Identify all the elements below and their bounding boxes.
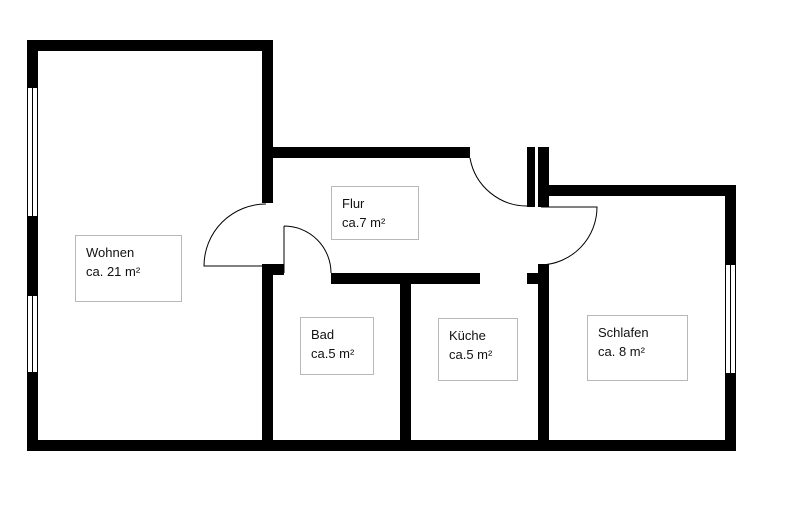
wall-flur-schlafen-lower: [538, 264, 549, 451]
wall-top-flur: [262, 147, 470, 158]
wall-wohnen-flur-lower: [262, 264, 273, 451]
room-area-flur: ca.7 m²: [342, 215, 386, 230]
wall-bad-door-jamb: [262, 264, 284, 275]
room-label-flur: Flur ca.7 m²: [331, 186, 419, 240]
room-area-schlafen: ca. 8 m²: [598, 344, 645, 359]
room-name-bad: Bad: [311, 327, 335, 342]
wall-wohnen-flur-upper: [262, 40, 273, 203]
room-label-kueche: Küche ca.5 m²: [438, 318, 518, 381]
wall-kueche-stub: [527, 273, 549, 284]
room-name-kueche: Küche: [449, 328, 486, 343]
room-name-flur: Flur: [342, 196, 365, 211]
door-schlafen-swing: [540, 206, 598, 266]
wall-top-schlafen: [538, 185, 736, 196]
wall-bad-kueche: [400, 273, 411, 451]
room-label-schlafen: Schlafen ca. 8 m²: [587, 315, 688, 381]
wall-bottom: [27, 440, 736, 451]
door-entrance-swing: [469, 157, 529, 207]
wall-flur-stub-right: [538, 147, 549, 207]
door-bad-swing: [283, 225, 332, 274]
room-area-bad: ca.5 m²: [311, 346, 355, 361]
room-area-wohnen: ca. 21 m²: [86, 264, 141, 279]
wall-left-wohnen: [27, 40, 38, 451]
wall-flur-stub-left: [527, 147, 535, 207]
room-name-wohnen: Wohnen: [86, 245, 135, 260]
wall-top-wohnen: [27, 40, 273, 51]
room-label-wohnen: Wohnen ca. 21 m²: [75, 235, 182, 302]
room-name-schlafen: Schlafen: [598, 325, 649, 340]
windows: [27, 88, 736, 373]
doors: [203, 157, 598, 274]
door-wohnen-swing: [203, 203, 267, 267]
room-area-kueche: ca.5 m²: [449, 347, 493, 362]
room-label-bad: Bad ca.5 m²: [300, 317, 374, 375]
